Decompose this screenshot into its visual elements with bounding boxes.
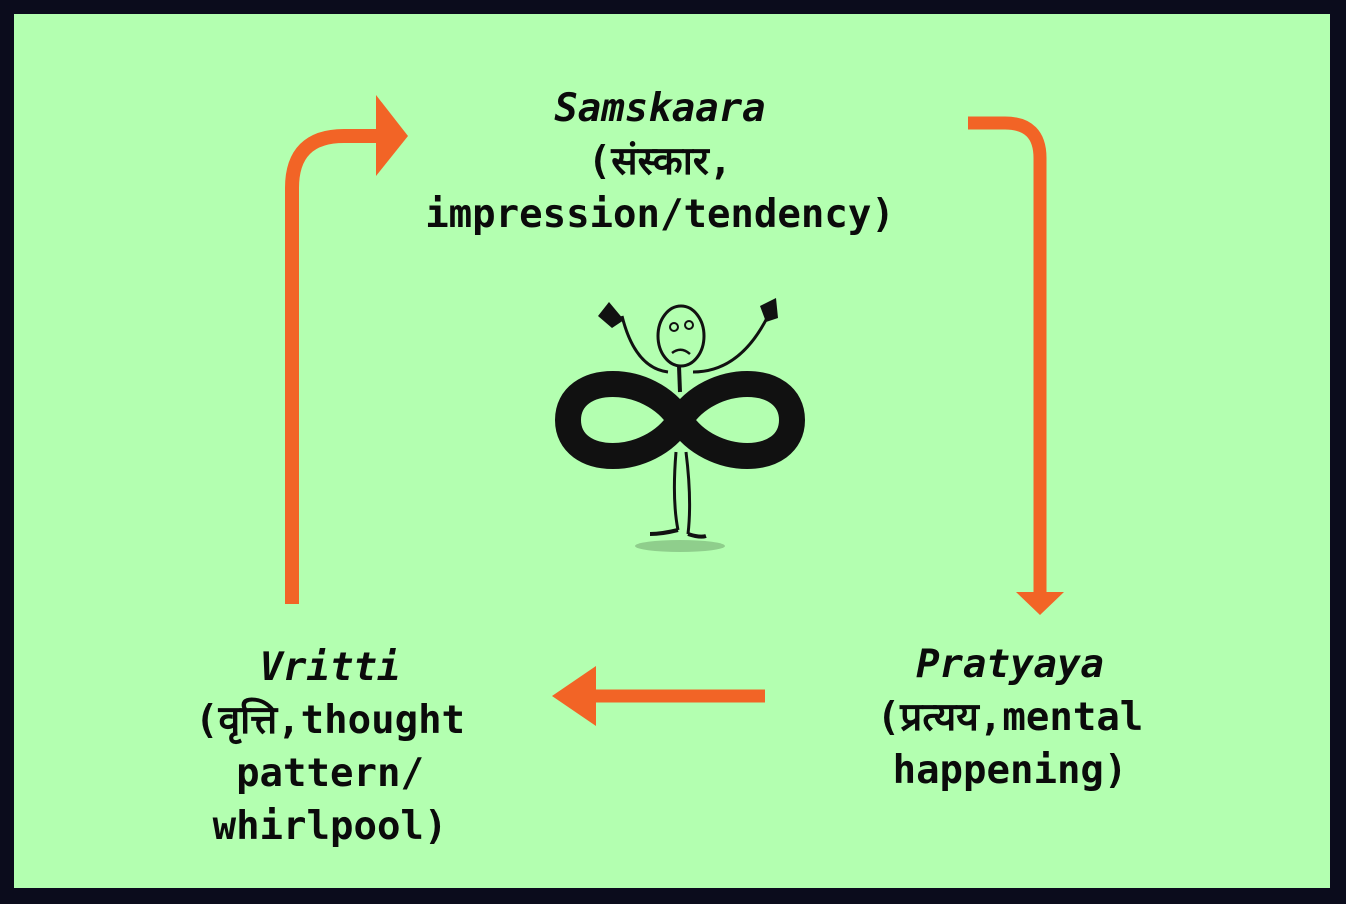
node-samskaara-meaning: impression/tendency)	[425, 192, 895, 237]
diagram-canvas	[14, 14, 1330, 888]
node-pratyaya-title: Pratyaya	[916, 642, 1104, 687]
arrow-samskaara-to-pratyaya	[968, 116, 1064, 615]
node-samskaara: Samskaara (संस्कार, impression/tendency)	[340, 82, 980, 241]
node-samskaara-title: Samskaara	[554, 86, 766, 131]
node-vritti-meaning-2: whirlpool)	[212, 804, 448, 849]
node-vritti: Vritti (वृत्ति,thought pattern/ whirlpoo…	[150, 641, 510, 853]
node-pratyaya: Pratyaya (प्रत्यय,mental happening)	[830, 638, 1190, 797]
node-samskaara-devanagari: (संस्कार,	[587, 139, 733, 184]
node-vritti-title: Vritti	[259, 645, 401, 690]
node-pratyaya-devanagari: (प्रत्यय,mental	[876, 695, 1144, 740]
stick-figure-infinity-icon	[555, 298, 805, 552]
node-pratyaya-meaning: happening)	[892, 748, 1128, 793]
node-vritti-devanagari: (वृत्ति,thought	[194, 698, 466, 743]
arrow-pratyaya-to-vritti	[552, 666, 765, 726]
arrow-vritti-to-samskaara	[285, 95, 408, 604]
node-vritti-meaning-1: pattern/	[236, 751, 424, 796]
